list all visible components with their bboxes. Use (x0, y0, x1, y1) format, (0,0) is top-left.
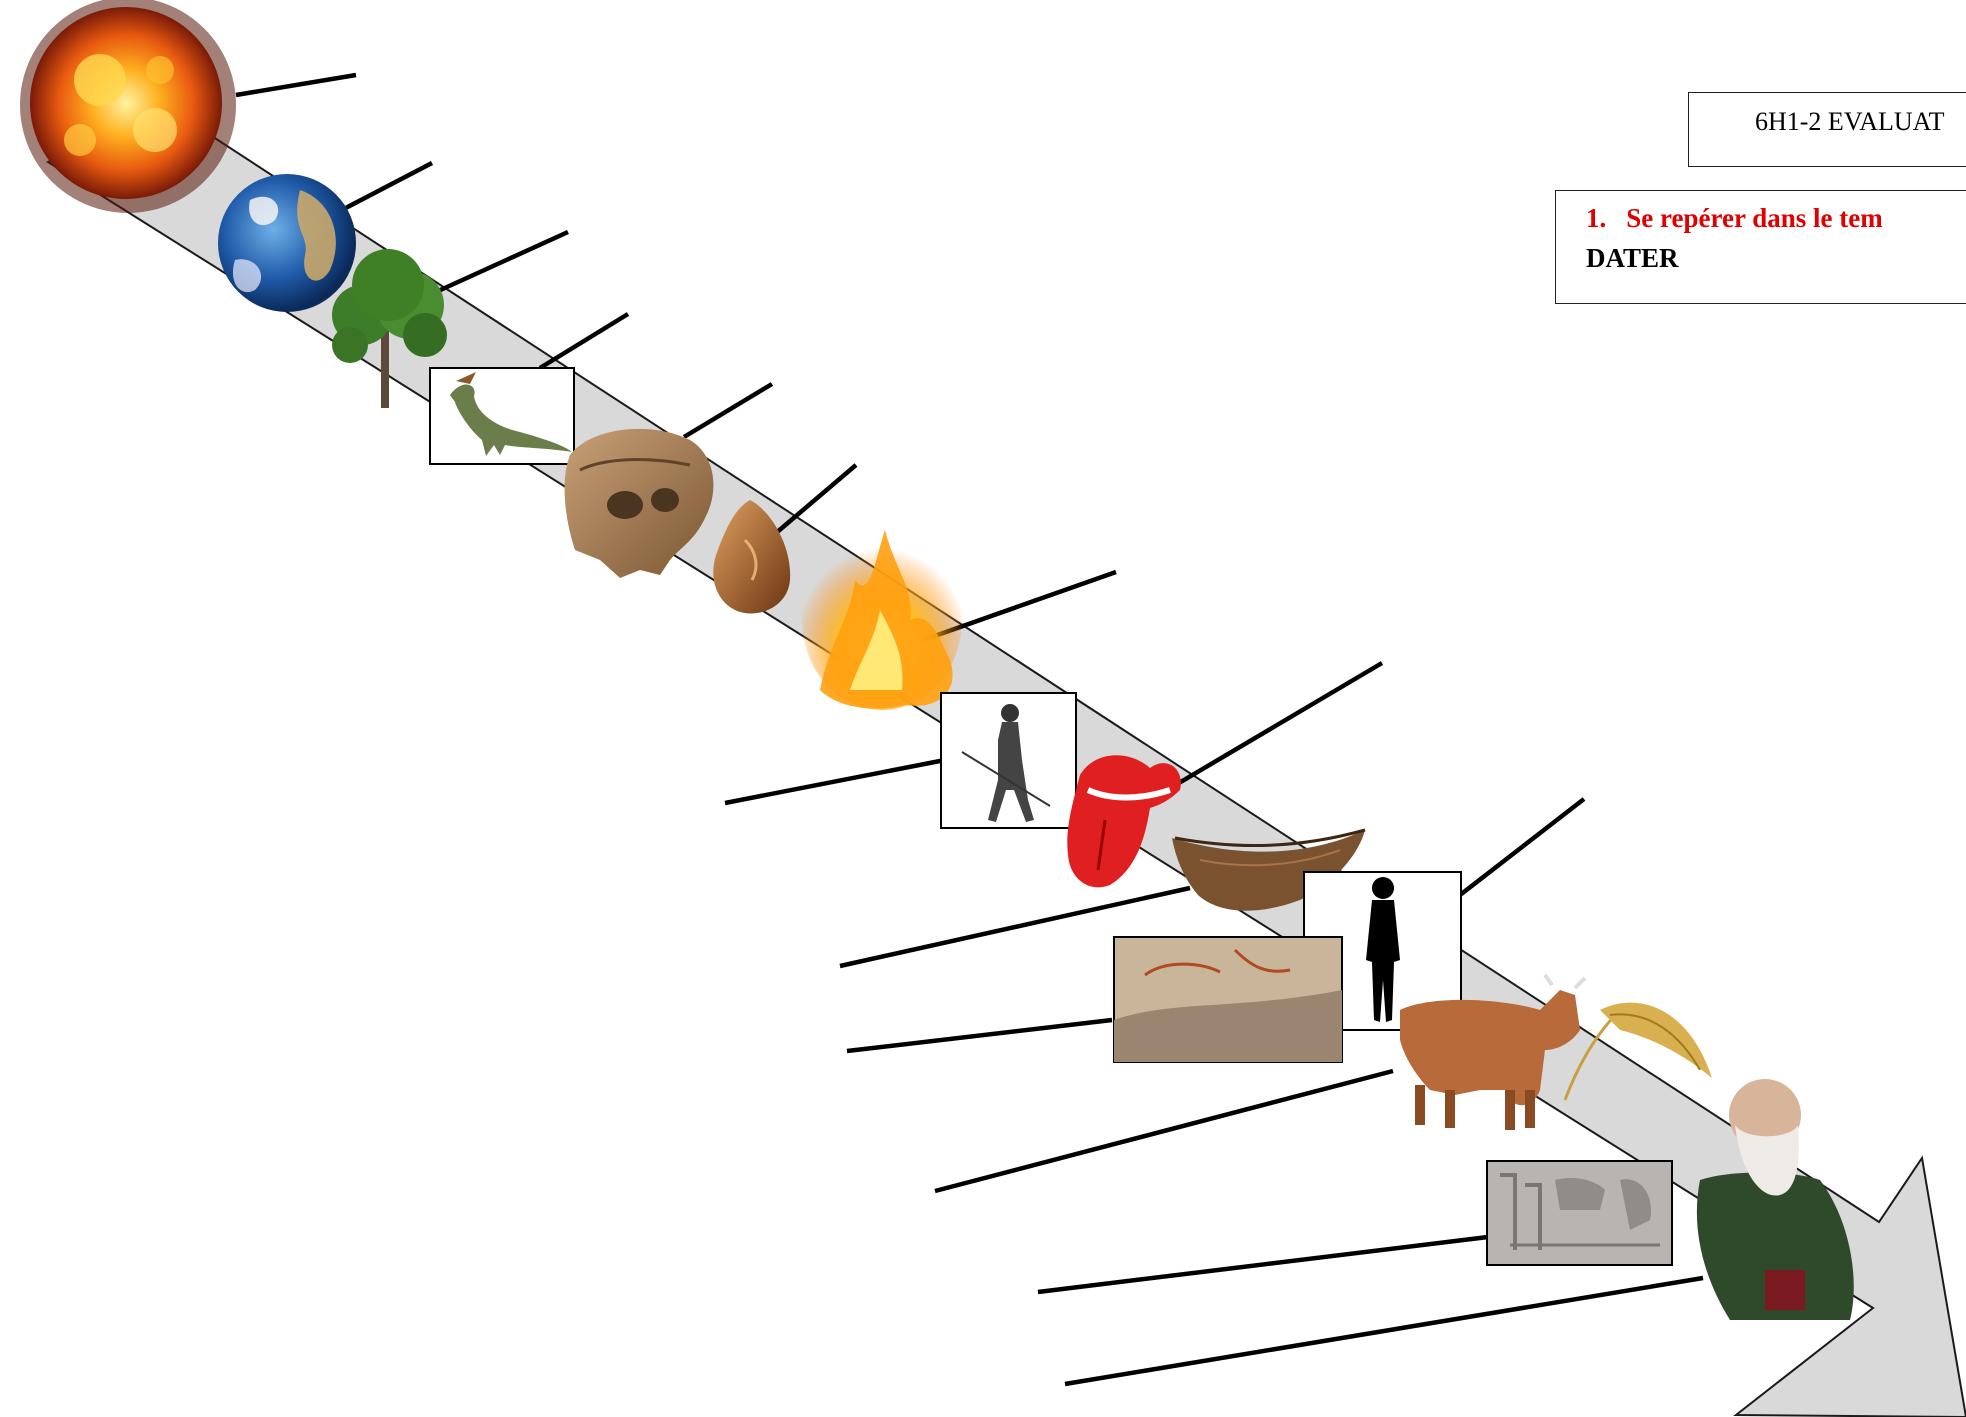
answer-line (776, 465, 856, 533)
dinosaur-icon (430, 368, 574, 464)
task-box: 1. Se repérer dans le tem DATER (1555, 190, 1966, 304)
question-number: 1. (1586, 203, 1606, 233)
answer-line (935, 1071, 1393, 1191)
darwin-portrait-icon (1697, 1079, 1854, 1320)
answer-line (436, 232, 568, 292)
answer-line (1038, 1237, 1488, 1292)
answer-line (684, 384, 772, 437)
earth-icon (218, 174, 356, 312)
answer-line (236, 75, 356, 95)
sun-explosion-icon (20, 0, 236, 213)
skill-label: DATER (1586, 243, 1679, 274)
answer-line (1162, 663, 1382, 793)
question-text: Se repérer dans le tem (1626, 203, 1882, 233)
answer-line (540, 314, 628, 368)
answer-line (338, 163, 432, 212)
evaluation-title-box: 6H1-2 EVALUAT (1688, 92, 1966, 167)
answer-line (1065, 1278, 1703, 1384)
fire-icon (802, 530, 962, 710)
question-heading: 1. Se repérer dans le tem (1586, 203, 1883, 234)
cave-painting-icon (1114, 937, 1342, 1062)
answer-line (1460, 799, 1584, 895)
answer-line (847, 1020, 1112, 1051)
hieroglyphs-icon (1487, 1161, 1672, 1265)
answer-line (725, 760, 945, 803)
evaluation-title: 6H1-2 EVALUAT (1755, 107, 1944, 137)
prehistoric-hunter-icon (941, 693, 1076, 828)
